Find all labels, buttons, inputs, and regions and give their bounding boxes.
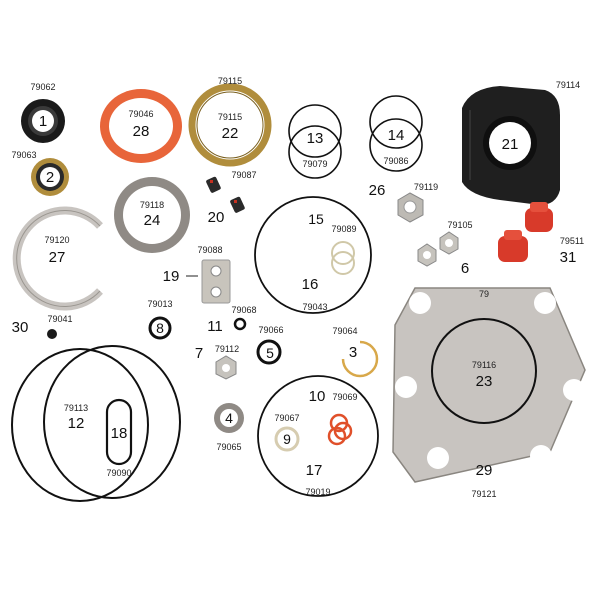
- part-16-pn: 79043: [302, 302, 327, 312]
- part-1-num: 1: [39, 113, 47, 130]
- part-31-num: 31: [560, 249, 577, 266]
- part-26-nut: 26 79119: [369, 182, 438, 223]
- part-15-small-rings: 15 79089: [308, 211, 357, 275]
- part-17-pn: 79019: [305, 487, 330, 497]
- part-13-o-rings: 13 79079: [288, 104, 342, 179]
- part-31-red-caps: 79511 31: [498, 202, 584, 266]
- part-1-pn: 79062: [30, 82, 55, 92]
- part-7-nut: 7 79112: [195, 344, 239, 380]
- part-6-num: 6: [461, 260, 469, 277]
- part-2-num: 2: [46, 169, 54, 186]
- part-21-housing: 79114 21: [462, 80, 580, 205]
- part-17-o-ring: 17 79019: [257, 375, 379, 497]
- part-10-num: 10: [309, 388, 326, 405]
- part-10-pn: 79069: [332, 392, 357, 402]
- part-23-o-ring: 79116 23: [431, 318, 537, 424]
- part-20-screws: 79087 20: [206, 170, 257, 226]
- part-5-o-ring: 79066 5: [256, 325, 284, 365]
- part-27-num: 27: [49, 249, 66, 266]
- part-24-pn: 79118: [140, 200, 164, 210]
- part-15-num: 15: [308, 211, 324, 227]
- part-22-brass-ring: 79115 79115 22: [188, 76, 272, 167]
- gasket-mark: 79: [479, 289, 489, 299]
- part-11-num: 11: [207, 318, 223, 335]
- part-22-pn-top: 79115: [218, 76, 242, 86]
- part-29-num: 29: [476, 462, 493, 479]
- part-11-ring: 11 79068: [207, 305, 256, 335]
- part-30-plug: 30 79041: [12, 314, 73, 339]
- part-4-seal: 4 79065: [214, 403, 244, 452]
- part-22-num: 22: [222, 125, 239, 142]
- part-6-nuts: 79105 6: [417, 220, 473, 277]
- part-12-num: 12: [68, 415, 85, 432]
- part-4-pn: 79065: [216, 442, 241, 452]
- part-3-snap-ring: 79064 3: [332, 326, 379, 378]
- part-8-num: 8: [156, 320, 164, 336]
- part-29-pn: 79121: [471, 489, 496, 499]
- part-29-gasket: 79 29 79121: [392, 287, 586, 499]
- part-19-pn: 79088: [197, 245, 222, 255]
- part-20-pn: 79087: [231, 170, 256, 180]
- part-16-o-ring: 16 79043: [254, 196, 372, 314]
- part-21-num: 21: [502, 136, 519, 153]
- part-12-o-rings: 79113 12: [11, 345, 181, 502]
- part-19-num: 19: [163, 268, 180, 285]
- part-16-num: 16: [302, 276, 319, 293]
- part-15-pn: 79089: [331, 224, 356, 234]
- part-4-num: 4: [225, 410, 233, 426]
- part-6-pn: 79105: [447, 220, 472, 230]
- part-5-pn: 79066: [258, 325, 283, 335]
- part-28-num: 28: [133, 123, 150, 140]
- part-5-num: 5: [266, 345, 274, 361]
- part-28-seal-ring: 79046 28: [100, 89, 182, 163]
- part-2-pn: 79063: [11, 150, 36, 160]
- part-18-num: 18: [111, 425, 128, 442]
- part-18-pn: 79090: [106, 468, 131, 478]
- part-12-pn: 79113: [64, 403, 88, 413]
- part-1-seal: 79062 1: [21, 82, 65, 143]
- part-8-o-ring: 79013 8: [147, 299, 173, 340]
- part-27-pn: 79120: [44, 235, 69, 245]
- part-26-pn: 79119: [414, 182, 438, 192]
- part-28-pn: 79046: [128, 109, 153, 119]
- part-27-snap-ring: 79120 27: [12, 206, 103, 311]
- part-24-num: 24: [144, 212, 161, 229]
- part-23-pn: 79116: [472, 360, 496, 370]
- part-7-pn: 79112: [215, 344, 239, 354]
- part-24-grey-ring: 79118 24: [114, 177, 190, 253]
- part-9-pn: 79067: [274, 413, 299, 423]
- part-9-num: 9: [283, 431, 291, 447]
- part-10-rings: 10 79069: [309, 388, 358, 446]
- part-21-pn: 79114: [556, 80, 580, 90]
- part-9-ring: 79067 9: [274, 413, 300, 452]
- part-13-pn: 79079: [302, 159, 327, 169]
- part-20-num: 20: [208, 209, 225, 226]
- part-2-seal: 79063 2: [11, 150, 69, 196]
- part-30-pn: 79041: [47, 314, 72, 324]
- part-8-pn: 79013: [147, 299, 172, 309]
- part-14-o-rings: 14 79086: [369, 95, 423, 172]
- part-13-num: 13: [307, 130, 324, 147]
- part-3-num: 3: [349, 344, 357, 361]
- part-11-pn: 79068: [231, 305, 256, 315]
- part-18-oval-ring: 18 79090: [105, 398, 133, 478]
- part-23-num: 23: [476, 373, 493, 390]
- part-30-num: 30: [12, 319, 29, 336]
- part-22-pn: 79115: [218, 112, 242, 122]
- part-17-num: 17: [306, 462, 323, 479]
- part-14-num: 14: [388, 127, 405, 144]
- part-7-num: 7: [195, 345, 203, 362]
- part-26-num: 26: [369, 182, 386, 199]
- part-19-plate: 19 79088: [163, 245, 231, 304]
- part-3-pn: 79064: [332, 326, 357, 336]
- part-14-pn: 79086: [383, 156, 408, 166]
- part-31-pn: 79511: [560, 236, 584, 246]
